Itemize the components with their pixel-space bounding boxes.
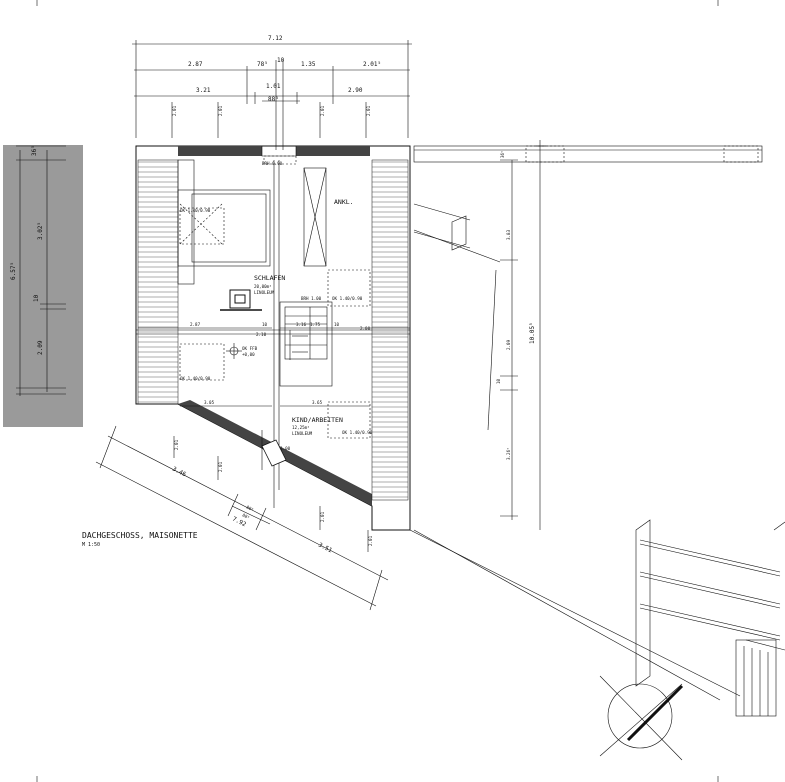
drawing-scale: M 1:50 bbox=[82, 542, 100, 548]
crop-marks bbox=[36, 0, 719, 782]
room-kind-area: 12,25m² bbox=[292, 425, 310, 430]
room-schlafen-area: 20,00m² bbox=[254, 284, 272, 289]
railing-structure bbox=[635, 519, 785, 717]
dim-diag-3: 80⁵ bbox=[246, 504, 255, 512]
north-arrow-icon bbox=[599, 675, 684, 761]
slope-door bbox=[261, 430, 287, 508]
left-section-strip: 36⁵ 3.02⁵ 10 2.09 6.57⁵ bbox=[3, 145, 83, 427]
wardrobe-box bbox=[303, 167, 327, 267]
dim-inner-sub: 2.10 bbox=[256, 332, 267, 337]
dim-inner-5: 10 bbox=[334, 322, 340, 327]
dim-left-1: 36⁵ bbox=[31, 145, 38, 156]
dim-left-total: 6.57⁵ bbox=[10, 262, 17, 280]
top-dimension-chains bbox=[132, 40, 412, 150]
dim-top-r2-3: 2.90 bbox=[348, 87, 363, 94]
dim-top-r2-1: 3.21 bbox=[196, 87, 211, 94]
dim-vtop-1: 2.01 bbox=[172, 105, 177, 116]
level-marker-icon bbox=[226, 343, 242, 359]
dim-inner-4: 1.75 bbox=[310, 322, 321, 327]
annot-brh-top: BRH 0.90 bbox=[262, 161, 283, 166]
diagonal-dims bbox=[95, 425, 389, 611]
dim-top-r1-5: 2.01⁵ bbox=[363, 61, 381, 68]
dim-top-r3: 88⁵ bbox=[268, 96, 279, 103]
dim-vbot-3: 2.01 bbox=[320, 511, 325, 522]
dim-inner-2: 10 bbox=[262, 322, 268, 327]
dim-inner-lower-1: 3.05 bbox=[204, 400, 215, 405]
annot-ok-right-top: OK 1.40/0.90 bbox=[332, 296, 363, 301]
dim-vtop-2: 2.01 bbox=[218, 105, 223, 116]
dim-left-2: 3.02⁵ bbox=[37, 222, 44, 240]
drawing-title: DACHGESCHOSS, MAISONETTE bbox=[82, 531, 198, 540]
dim-right-4: 10 bbox=[496, 378, 501, 384]
annot-ok-center-val: +0,00 bbox=[242, 352, 255, 357]
dim-diag-1: 3.46 bbox=[171, 466, 187, 479]
roof-hatching bbox=[137, 159, 409, 501]
dim-left-3: 10 bbox=[33, 294, 40, 302]
dim-vbot-1: 2.01 bbox=[174, 439, 179, 450]
dim-top-r1-1: 2.87 bbox=[188, 61, 203, 68]
dim-right-total: 10.05⁵ bbox=[529, 322, 536, 344]
room-kind-floor: LINOLEUM bbox=[292, 431, 313, 436]
dim-vbot-2: 2.01 bbox=[218, 461, 223, 472]
room-kind-name: KIND/ARBEITEN bbox=[292, 416, 343, 424]
chimney bbox=[220, 289, 262, 311]
annot-brh-mid: BRH 1.00 bbox=[301, 296, 322, 301]
annot-ok-right-bottom: OK 1.40/0.90 bbox=[342, 430, 373, 435]
dim-top-r1-2: 78⁵ bbox=[257, 61, 268, 68]
bed-furniture bbox=[177, 159, 271, 285]
dim-inner-6: 2.00 bbox=[360, 326, 371, 331]
dim-inner-lower-2: 3.65 bbox=[312, 400, 323, 405]
dim-top-r2-2: 1.01 bbox=[266, 83, 281, 90]
top-window-dims bbox=[171, 102, 367, 138]
right-section bbox=[409, 140, 763, 701]
dim-diag-4: 88⁵ bbox=[242, 512, 251, 520]
annot-ok-left-bottom: OK 1.40/0.90 bbox=[180, 376, 211, 381]
plan-stair bbox=[285, 315, 327, 353]
dim-top-total: 7.12 bbox=[268, 35, 283, 42]
inner-dimensions bbox=[138, 327, 410, 407]
dim-inner-1: 2.87 bbox=[190, 322, 201, 327]
dim-diag-5: 3.51 bbox=[317, 542, 333, 555]
slope-window-dims bbox=[173, 436, 369, 552]
dim-vbot-4: 2.01 bbox=[368, 535, 373, 546]
skylight-projections bbox=[179, 155, 371, 439]
room-schlafen-floor: LINOLEUM bbox=[254, 290, 275, 295]
dim-right-5: 3.26⁵ bbox=[506, 447, 511, 460]
dim-top-r1-4: 1.35 bbox=[301, 61, 316, 68]
dim-left-4: 2.09 bbox=[37, 340, 44, 355]
room-schlafen-name: SCHLAFEN bbox=[254, 274, 285, 282]
dim-right-1: 36⁵ bbox=[500, 150, 505, 158]
dim-vtop-3: 2.01 bbox=[320, 105, 325, 116]
dim-right-2: 3.83 bbox=[506, 229, 511, 240]
annot-ok-center: OK FFB bbox=[242, 346, 258, 351]
dim-top-r1-3: 10 bbox=[277, 57, 285, 64]
dim-vtop-4: 2.01 bbox=[366, 105, 371, 116]
annot-ok-left-top: OK 1.40/0.90 bbox=[180, 208, 211, 213]
dim-inner-3: 3.16 bbox=[296, 322, 307, 327]
room-ankl-name: ANKL. bbox=[334, 198, 354, 206]
dim-right-3: 2.09 bbox=[506, 339, 511, 350]
